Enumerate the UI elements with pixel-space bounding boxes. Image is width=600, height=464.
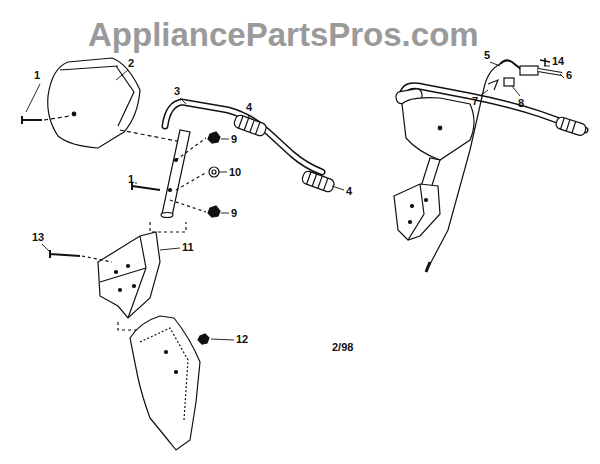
watermark: AppliancePartsPros.com	[88, 18, 479, 51]
callout-number: 3	[174, 86, 180, 97]
left-assembly	[22, 58, 335, 450]
right-assembly	[394, 58, 587, 272]
callout-number: 13	[32, 232, 44, 243]
callout-number: 5	[484, 50, 490, 61]
callout-number: 4	[346, 186, 352, 197]
callout-number: 11	[182, 242, 194, 253]
leader-lines	[26, 62, 564, 340]
callout-number: 4	[246, 102, 252, 113]
callout-number: 10	[229, 167, 241, 178]
date-code: 2/98	[332, 342, 353, 353]
callout-number: 14	[552, 56, 564, 67]
callout-number: 2	[128, 58, 134, 69]
callout-number: 8	[518, 98, 524, 109]
callout-number: 1	[34, 70, 40, 81]
callout-number: 6	[566, 70, 572, 81]
callout-number: 9	[231, 208, 237, 219]
callout-number: 9	[231, 134, 237, 145]
callout-number: 7	[472, 96, 478, 107]
callout-number: 1	[128, 174, 134, 185]
callout-number: 12	[236, 334, 248, 345]
